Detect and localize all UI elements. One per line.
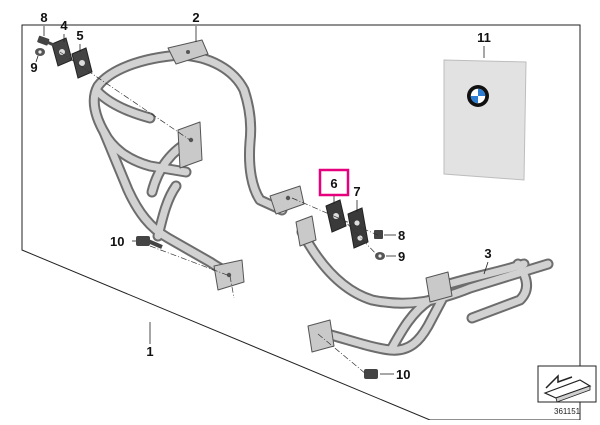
callout-5: 5 bbox=[76, 28, 83, 43]
assembly-axes bbox=[59, 51, 381, 375]
washer-7 bbox=[347, 207, 369, 249]
pad-6 bbox=[325, 199, 347, 233]
crash-bar-upper bbox=[88, 39, 305, 291]
callout-3: 3 bbox=[484, 246, 491, 261]
sticker-11 bbox=[443, 59, 527, 181]
crash-bar-lower bbox=[295, 215, 554, 356]
callout-6: 6 bbox=[330, 176, 337, 191]
bolt-8-middle bbox=[374, 230, 383, 239]
parts-catalog-icon bbox=[537, 365, 597, 403]
callout-1: 1 bbox=[146, 344, 153, 359]
callout-9-upper: 9 bbox=[30, 60, 37, 75]
bolt-8-upper bbox=[37, 35, 57, 48]
callout-2: 2 bbox=[192, 10, 199, 25]
bolt-10-bottom bbox=[364, 369, 378, 379]
callout-10-bottom: 10 bbox=[396, 367, 410, 382]
washer-5 bbox=[71, 47, 93, 79]
callout-8-middle: 8 bbox=[398, 228, 405, 243]
callout-9-middle: 9 bbox=[398, 249, 405, 264]
callout-8-upper: 8 bbox=[40, 10, 47, 25]
callout-4: 4 bbox=[60, 18, 68, 33]
reference-number: 361151 bbox=[554, 407, 581, 416]
callout-10-left: 10 bbox=[110, 234, 124, 249]
callout-7: 7 bbox=[353, 184, 360, 199]
washer-9-middle bbox=[375, 252, 385, 260]
bmw-roundel-icon bbox=[467, 85, 489, 107]
callout-11: 11 bbox=[477, 30, 491, 45]
callout-labels: 8 4 5 9 2 11 7 8 9 10 10 3 1 bbox=[30, 10, 491, 382]
bolt-10-left bbox=[136, 236, 163, 249]
leader-lines bbox=[35, 26, 489, 375]
washer-9-upper bbox=[35, 48, 45, 56]
callout-6-highlight: 6 bbox=[318, 168, 350, 197]
washer-4 bbox=[51, 37, 73, 67]
